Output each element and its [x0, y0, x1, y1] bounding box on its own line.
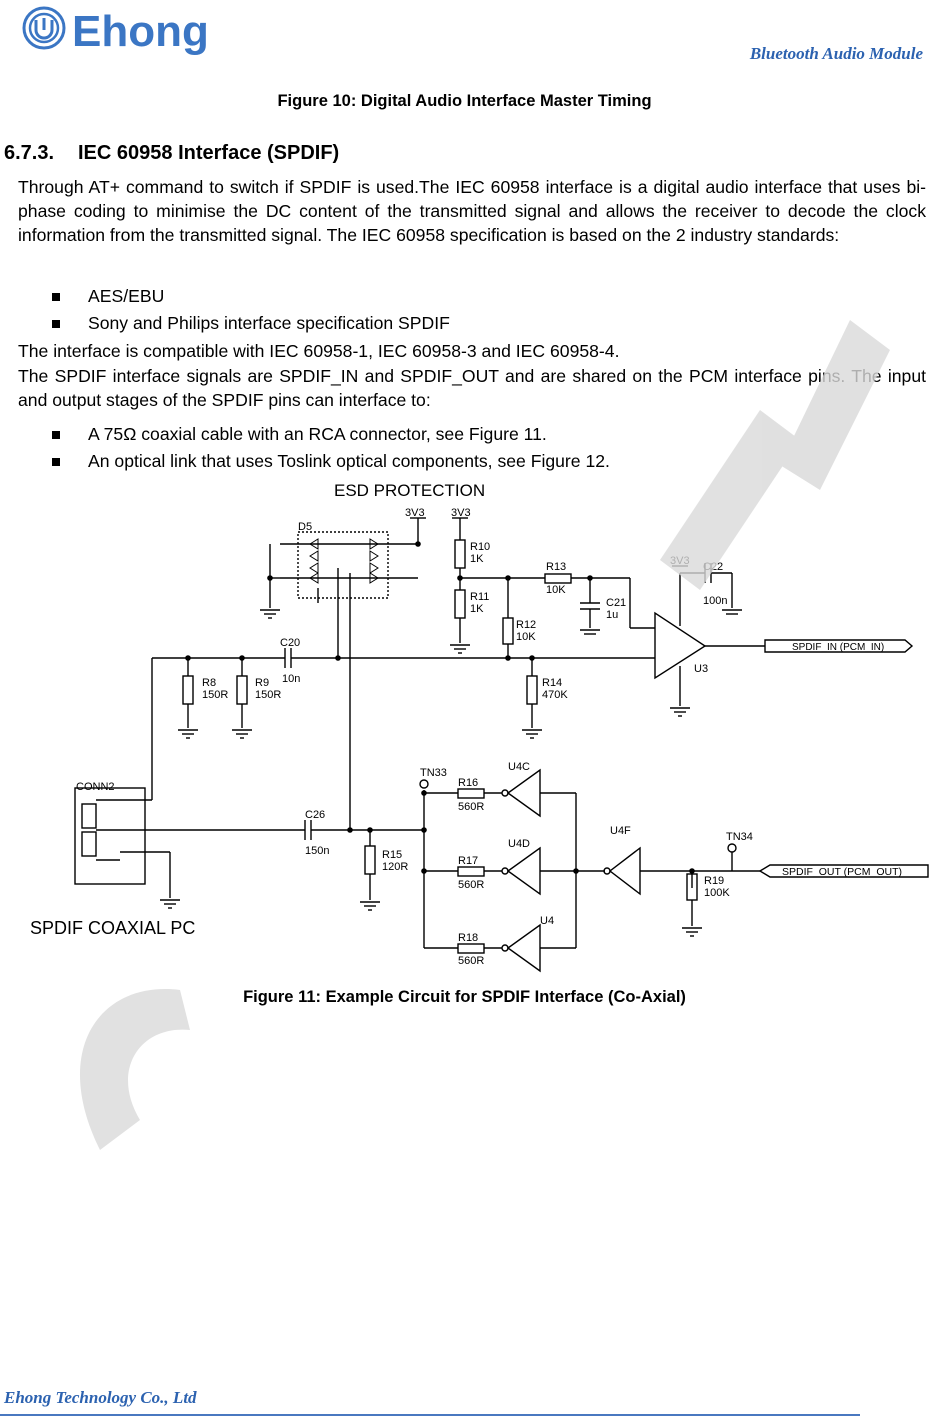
svg-text:R14: R14: [542, 677, 562, 689]
spdif-out-port: SPDIF_OUT (PCM_OUT): [782, 866, 902, 878]
svg-text:470K: 470K: [542, 689, 568, 701]
svg-text:150n: 150n: [305, 845, 329, 857]
svg-text:10K: 10K: [546, 584, 566, 596]
logo-wordmark: Ehong: [72, 7, 209, 56]
svg-text:560R: 560R: [458, 955, 484, 967]
section-number: 6.7.3.: [4, 142, 55, 164]
svg-text:U4D: U4D: [508, 838, 530, 850]
esd-protection-title: ESD PROTECTION: [334, 481, 485, 500]
standards-list: AES/EBU Sony and Philips interface speci…: [52, 283, 450, 337]
rail-label: 3V3: [405, 507, 425, 519]
paragraph-compatibility: The interface is compatible with IEC 609…: [18, 341, 620, 361]
svg-text:1K: 1K: [470, 553, 484, 565]
interface-options-list: A 75Ω coaxial cable with an RCA connecto…: [52, 421, 610, 475]
svg-text:U4C: U4C: [508, 761, 530, 773]
svg-text:R8: R8: [202, 677, 216, 689]
svg-text:CONN2: CONN2: [76, 781, 115, 793]
svg-text:R17: R17: [458, 855, 478, 867]
svg-text:C20: C20: [280, 637, 300, 649]
bullet-square-icon: [52, 458, 60, 466]
diode-array-icon: [309, 538, 379, 584]
bullet-square-icon: [52, 431, 60, 439]
svg-text:TN33: TN33: [420, 767, 447, 779]
list-item: An optical link that uses Toslink optica…: [52, 448, 610, 475]
rail-label: 3V3: [670, 555, 690, 567]
footer-divider: [0, 1414, 860, 1416]
svg-text:100K: 100K: [704, 887, 730, 899]
svg-text:150R: 150R: [255, 689, 281, 701]
footer-company: Ehong Technology Co., Ltd: [4, 1388, 197, 1407]
ehong-logo: Ehong: [22, 6, 209, 56]
figure-10-caption: Figure 10: Digital Audio Interface Maste…: [277, 92, 652, 110]
svg-text:560R: 560R: [458, 879, 484, 891]
svg-text:U3: U3: [694, 663, 708, 675]
spdif-in-port: SPDIF_IN (PCM_IN): [792, 642, 884, 653]
svg-text:R13: R13: [546, 561, 566, 573]
list-item: A 75Ω coaxial cable with an RCA connecto…: [52, 421, 610, 448]
svg-text:1u: 1u: [606, 609, 618, 621]
bullet-square-icon: [52, 293, 60, 301]
svg-text:C26: C26: [305, 809, 325, 821]
svg-text:120R: 120R: [382, 861, 408, 873]
svg-text:TN34: TN34: [726, 831, 753, 843]
svg-text:R19: R19: [704, 875, 724, 887]
logo-emblem-icon: [22, 6, 66, 50]
paragraph-intro: Through AT+ command to switch if SPDIF i…: [18, 177, 926, 245]
svg-text:R12: R12: [516, 619, 536, 631]
section-title: IEC 60958 Interface (SPDIF): [78, 142, 340, 164]
svg-text:U4F: U4F: [610, 825, 631, 837]
spdif-circuit-schematic: ESD PROTECTION SPDIF COAXIAL PC D5 3V3 3…: [30, 481, 929, 973]
svg-text:560R: 560R: [458, 801, 484, 813]
coaxial-title: SPDIF COAXIAL PC: [30, 918, 195, 938]
d5-label: D5: [298, 521, 312, 533]
svg-text:R10: R10: [470, 541, 490, 553]
svg-text:U4: U4: [540, 915, 554, 927]
list-item: Sony and Philips interface specification…: [52, 310, 450, 337]
svg-text:C21: C21: [606, 597, 626, 609]
header-product-title: Bluetooth Audio Module: [749, 44, 923, 63]
rail-label: 3V3: [451, 507, 471, 519]
bullet-square-icon: [52, 320, 60, 328]
svg-text:10n: 10n: [282, 673, 300, 685]
d5-package: [297, 531, 389, 599]
svg-text:R18: R18: [458, 932, 478, 944]
svg-text:100n: 100n: [703, 595, 727, 607]
section-heading: 6.7.3. IEC 60958 Interface (SPDIF): [4, 142, 339, 165]
paragraph-signals: The SPDIF interface signals are SPDIF_IN…: [18, 366, 926, 410]
svg-text:1K: 1K: [470, 603, 484, 615]
svg-text:R15: R15: [382, 849, 402, 861]
figure-11-caption: Figure 11: Example Circuit for SPDIF Int…: [243, 988, 686, 1006]
svg-text:C22: C22: [703, 561, 723, 573]
svg-text:R11: R11: [470, 591, 489, 603]
svg-text:10K: 10K: [516, 631, 536, 643]
svg-text:150R: 150R: [202, 689, 228, 701]
svg-text:R9: R9: [255, 677, 269, 689]
svg-text:R16: R16: [458, 777, 478, 789]
list-item: AES/EBU: [52, 283, 450, 310]
